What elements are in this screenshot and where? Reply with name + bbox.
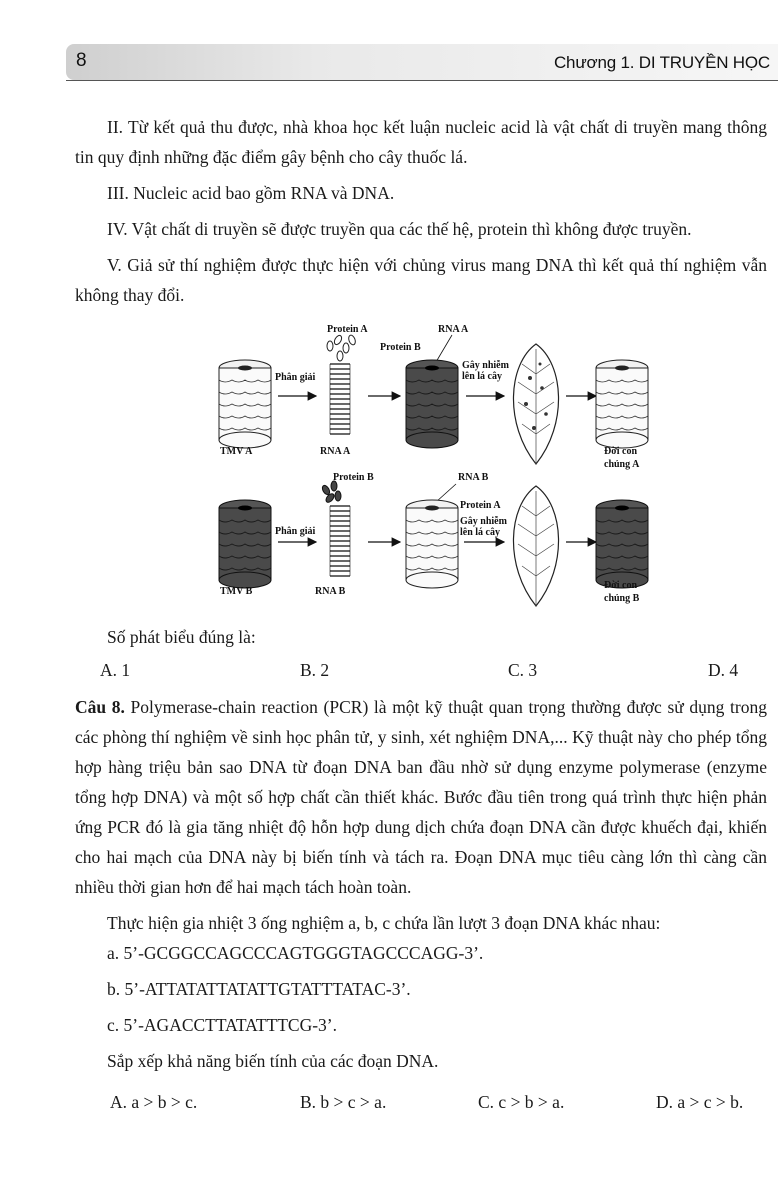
row2-protein-label: Protein B (333, 472, 374, 483)
statement-5: V. Giả sử thí nghiệm được thực hiện với … (75, 255, 767, 305)
row1-rna-label: RNA A (320, 446, 351, 457)
page-number: 8 (76, 50, 87, 71)
row1-protein-fragments (326, 334, 356, 362)
row2-hybrid-protein-label: Protein A (460, 500, 501, 511)
q8-sequence-c: c. 5’-AGACCTTATATTTCG-3’. (107, 1015, 338, 1035)
tmv-experiment-figure: TMV A Phân giải Protein A RNA A Protein … (200, 318, 680, 618)
q8-task: Sắp xếp khả năng biến tính của các đoạn … (107, 1051, 439, 1071)
row1-hybrid-protein-label: Protein B (380, 342, 421, 353)
row2-offspring-label-1: Đời con (604, 580, 637, 591)
statement-3: III. Nucleic acid bao gồm RNA và DNA. (107, 183, 395, 203)
q7-option-d: D. 4 (708, 660, 739, 680)
row2-infect-label-1: Gây nhiễm (460, 516, 508, 527)
q8-option-c: C. c > b > a. (478, 1092, 565, 1112)
page-header: 8 Chương 1. DI TRUYỀN HỌC (66, 44, 778, 80)
q7-options: A. 1 B. 2 C. 3 D. 4 (100, 660, 765, 690)
row2-infect-label-2: lên lá cây (460, 527, 500, 538)
q7-option-b: B. 2 (300, 660, 330, 680)
q8-option-b: B. b > c > a. (300, 1092, 387, 1112)
q8-label: Câu 8. (75, 697, 125, 717)
row1-rna-top-label: RNA A (438, 324, 469, 335)
q7-option-c: C. 3 (508, 660, 538, 680)
row2-offspring-label-2: chủng B (604, 593, 640, 604)
row1-decompose-label: Phân giải (275, 372, 316, 383)
q7-prompt: Số phát biểu đúng là: (107, 627, 256, 647)
q8-option-d: D. a > c > b. (656, 1092, 744, 1112)
row1-infect-label-1: Gây nhiễm (462, 360, 510, 371)
row1-infect-label-2: lên lá cây (462, 371, 502, 382)
q7-prompt-block: Số phát biểu đúng là: (75, 622, 767, 658)
statements-block: II. Từ kết quả thu được, nhà khoa học kế… (75, 112, 767, 316)
q7-option-a: A. 1 (100, 660, 131, 680)
row1-virus-label: TMV A (220, 446, 253, 457)
q8-intro: Thực hiện gia nhiệt 3 ống nghiệm a, b, c… (107, 913, 661, 933)
row1-diagram: TMV A Phân giải Protein A RNA A Protein … (218, 324, 649, 470)
q8-block: Câu 8. Polymerase-chain reaction (PCR) l… (75, 692, 767, 1082)
q8-paragraph: Câu 8. Polymerase-chain reaction (PCR) l… (75, 692, 767, 902)
q8-sequence-a: a. 5’-GCGGCCAGCCCAGTGGGTAGCCCAGG-3’. (107, 943, 484, 963)
row2-protein-fragments (321, 480, 342, 503)
row2-decompose-label: Phân giải (275, 526, 316, 537)
row1-leaf (512, 343, 560, 465)
row1-protein-label: Protein A (327, 324, 368, 335)
row1-offspring-label-2: chủng A (604, 459, 640, 470)
row2-rna-label: RNA B (315, 586, 346, 597)
chapter-title: Chương 1. DI TRUYỀN HỌC (553, 53, 770, 72)
row2-leaf (512, 485, 560, 607)
q8-text: Polymerase-chain reaction (PCR) là một k… (75, 697, 767, 897)
row1-offspring-label-1: Đời con (604, 446, 637, 457)
q8-option-a: A. a > b > c. (110, 1092, 198, 1112)
statement-4: IV. Vật chất di truyền sẽ được truyền qu… (107, 219, 692, 239)
row2-rna-top-label: RNA B (458, 472, 489, 483)
statement-2: II. Từ kết quả thu được, nhà khoa học kế… (75, 117, 767, 167)
q8-sequence-b: b. 5’-ATTATATTATATTGTATTTATAC-3’. (107, 979, 411, 999)
row2-virus-label: TMV B (220, 586, 253, 597)
q8-options: A. a > b > c. B. b > c > a. C. c > b > a… (100, 1092, 765, 1122)
header-divider (66, 80, 778, 81)
row2-diagram: TMV B Phân giải Protein B RNA B RNA B Pr… (218, 472, 649, 607)
